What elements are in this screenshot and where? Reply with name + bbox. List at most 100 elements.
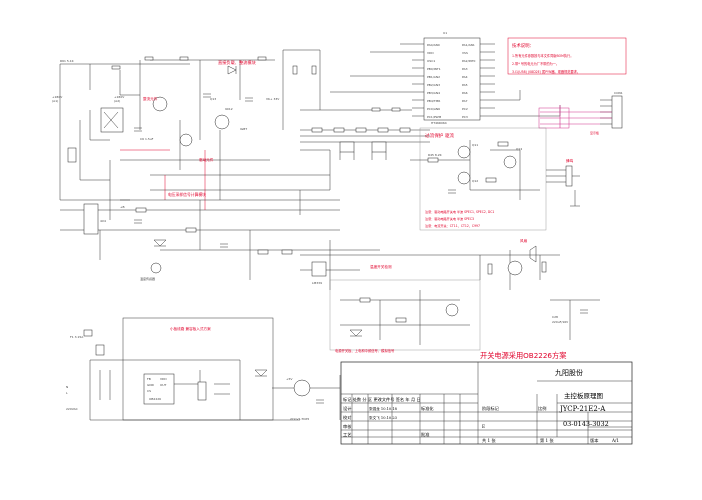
resistor-r21 <box>311 65 317 75</box>
svg-text:Q12: Q12 <box>472 179 478 183</box>
svg-text:PB3/AN4: PB3/AN4 <box>427 91 440 95</box>
svg-text:(A1): (A1) <box>52 99 58 103</box>
sensor-label: 温度开关检测 <box>370 264 392 269</box>
svg-text:+180V: +180V <box>52 95 63 99</box>
designer-label: 设计 <box>343 405 351 412</box>
svg-text:R45 8.2K: R45 8.2K <box>428 153 443 157</box>
power-ic <box>143 373 175 405</box>
svg-text:GND: GND <box>147 383 155 387</box>
transistor-q12 <box>457 171 471 185</box>
svg-text:2Y2-V1-TOX5: 2Y2-V1-TOX5 <box>290 417 309 421</box>
note-line-a: 注意：驱动电路开关电 半波 SPEC1, SPEC2, DC1 <box>425 209 494 214</box>
notes-title: 技术说明： <box>512 42 534 49</box>
mcu-chip <box>423 37 481 121</box>
notes-line-2: 2.带* 号的电元为厂不带的为一。 <box>512 61 559 66</box>
svg-text:+180V: +180V <box>114 95 125 99</box>
version-value: A/1 <box>611 438 619 443</box>
transistor-q20 <box>507 260 523 276</box>
protect-label: 整流元件 <box>143 96 158 101</box>
review-label: 审核 <box>343 423 352 430</box>
drawing-title: 主控板原理图 <box>564 391 603 400</box>
svg-text:4X4: 4X4 <box>100 219 106 223</box>
resistor-r41 <box>497 141 509 147</box>
resistor-r1 <box>111 65 121 70</box>
std-label: 标准化 <box>421 405 434 412</box>
mcu-part: HT46R064 <box>431 121 447 125</box>
svg-text:IGBT: IGBT <box>240 127 247 131</box>
approve-label: 批准 <box>421 431 429 438</box>
svg-text:PB0/INT1: PB0/INT1 <box>427 67 441 71</box>
svg-text:R61 5.1K: R61 5.1K <box>60 59 75 63</box>
connector-con2 <box>565 165 573 187</box>
svg-text:N: N <box>66 385 68 389</box>
resistor-r4 <box>257 56 267 61</box>
transistor-q2 <box>214 114 230 130</box>
svg-text:L: L <box>66 391 68 395</box>
overcurrent-section: 过流保护 驱流 R45 8.2K Q11 Q12 Q14 注意：驱动电路开关电 … <box>410 127 547 231</box>
transistor-q1 <box>152 96 168 112</box>
svg-text:PA0/AN0: PA0/AN0 <box>427 43 440 47</box>
regulator-7805 <box>293 379 311 397</box>
svg-text:PA2/INT0: PA2/INT0 <box>462 59 476 63</box>
notes-box: 技术说明： 1.所有元件参数按与本文件同版BOM执行。 2.带* 号的电元为厂不… <box>507 37 627 75</box>
overcurrent-label: 过流保护 驱流 <box>425 132 454 139</box>
svg-text:FB: FB <box>147 377 151 381</box>
resistor-r22 <box>371 107 381 112</box>
svg-text:PB2/AN3: PB2/AN3 <box>427 83 440 87</box>
svg-text:F1 3.15A: F1 3.15A <box>70 335 84 339</box>
svg-text:温度传感器: 温度传感器 <box>140 276 155 281</box>
power-module-box <box>122 317 274 421</box>
power-module-label: 小板线路 兼容板入式方案 <box>170 326 211 331</box>
power-ic-ref: OB2226 <box>149 397 161 401</box>
stage-value: E <box>482 424 485 429</box>
svg-text:PA6: PA6 <box>462 91 468 95</box>
connector-con1 <box>611 95 623 129</box>
buzzer-label: 蜂鸣 <box>566 158 574 163</box>
resistor-row <box>300 127 430 191</box>
svg-text:Q11: Q11 <box>472 143 478 147</box>
drive-label: 驱动元件 <box>199 157 214 162</box>
svg-text:PC1/PWM: PC1/PWM <box>427 115 442 119</box>
fan-section: 风扇 C28 220uF/16V <box>360 238 600 340</box>
display-label: 显示板 <box>590 130 599 135</box>
bridge-rectifier <box>83 203 99 235</box>
notes-line-1: 1.所有元件参数按与本文件同版BOM执行。 <box>512 53 573 58</box>
svg-text:VDD: VDD <box>427 51 434 55</box>
stage-label: 阶段标记 <box>482 405 500 412</box>
svg-text:(A2): (A2) <box>114 99 120 103</box>
power-note: 开关电源采用OB2226方案 <box>480 351 566 360</box>
ac-input-label: 220VAC <box>66 407 78 411</box>
svg-text:PC3: PC3 <box>462 115 468 119</box>
comparator-chip <box>311 261 327 277</box>
comparator-ref: LM339 <box>312 281 322 285</box>
svg-text:VSS: VSS <box>462 51 468 55</box>
transistor-q22 <box>445 303 459 317</box>
designer-name: 张强龙 10.10.18 <box>369 406 398 411</box>
resistor-r42 <box>485 177 497 183</box>
resistor-r2 <box>144 56 154 61</box>
mcu-ref: U1 <box>443 31 447 35</box>
svg-text:PB1/AN2: PB1/AN2 <box>427 75 440 79</box>
resistor-r23 <box>391 107 401 112</box>
svg-text:C6 1.5uF: C6 1.5uF <box>140 137 154 141</box>
resistor-r40 <box>427 157 439 163</box>
resistor-r20 <box>292 65 298 75</box>
svg-text:+B: +B <box>120 205 125 209</box>
scale-label: 比例 <box>538 405 546 412</box>
checker-name: 张文飞 10.10.23 <box>369 415 398 420</box>
svg-text:PA7: PA7 <box>462 99 468 103</box>
fan-label: 风扇 <box>520 238 528 243</box>
svg-text:PC2: PC2 <box>462 107 468 111</box>
notes-line-3: 3.I1(U58) (08D2E) 属PYN器。现器规范要求。 <box>512 69 580 74</box>
svg-text:PA1/AN1: PA1/AN1 <box>462 43 475 47</box>
checker-label: 校对 <box>343 414 351 421</box>
sheets-count: 共 1 张 <box>482 437 497 444</box>
transistor-q11 <box>457 145 471 159</box>
svg-text:PA4: PA4 <box>462 75 468 79</box>
igbt-section: R61 5.1K +180V (A1) +180V (A2) C6 1.5uF … <box>52 56 340 260</box>
current-transformer <box>67 147 77 163</box>
svg-text:PB4/TMR: PB4/TMR <box>427 99 440 103</box>
svg-text:PC0/AN6: PC0/AN6 <box>427 107 440 111</box>
note-line-b: 注意：驱动电路开关电 半波 SPEC3 <box>425 216 474 221</box>
